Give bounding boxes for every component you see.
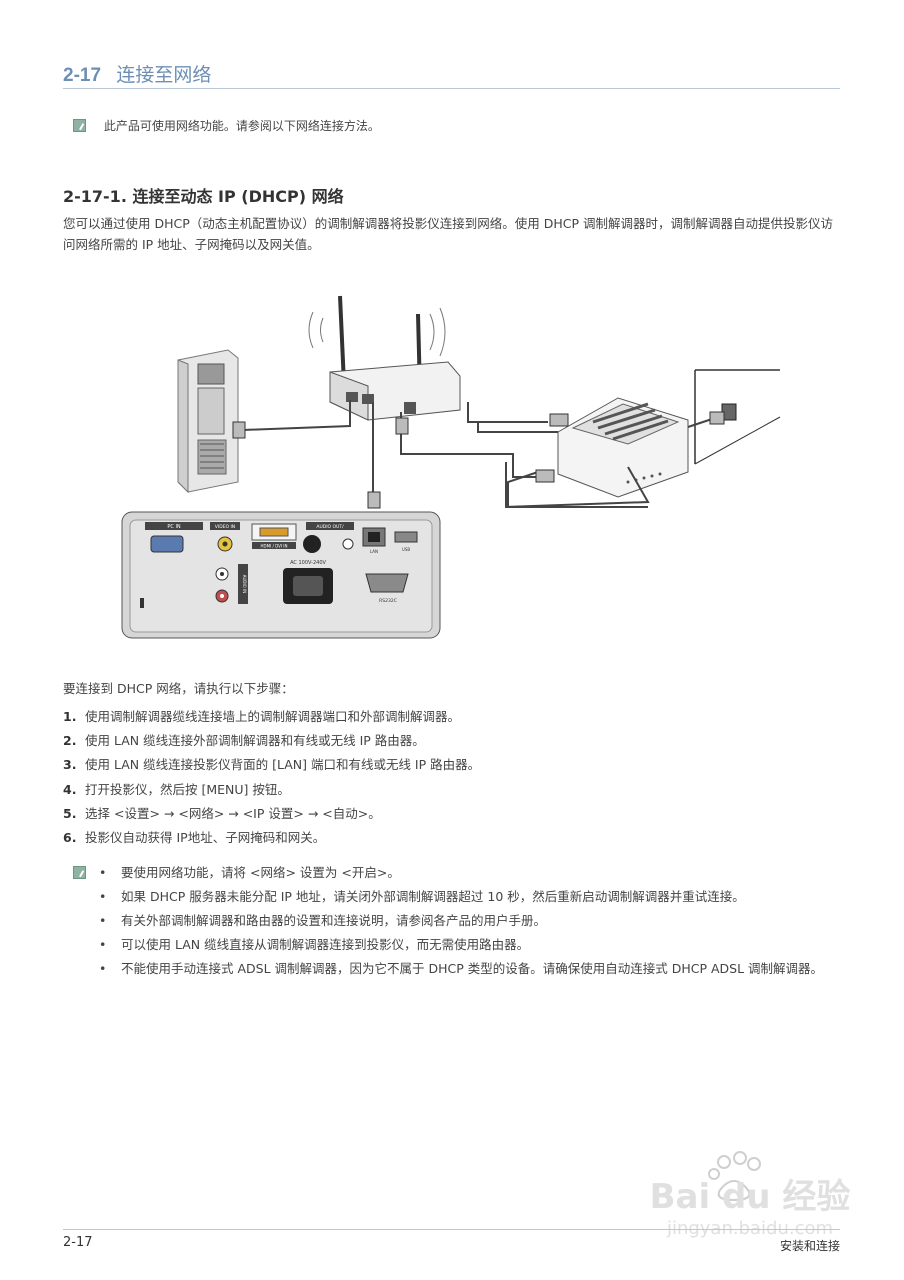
rs232c-label: RS232C (379, 598, 397, 604)
router-icon (308, 295, 461, 421)
subsection-title: 2-17-1. 连接至动态 IP (DHCP) 网络 (63, 187, 344, 206)
note-item: 不能使用手动连接式 ADSL 调制解调器，因为它不属于 DHCP 类型的设备。请… (99, 958, 839, 979)
section-heading: 2-17 连接至网络 (63, 60, 211, 87)
intro-note-text: 此产品可使用网络功能。请参阅以下网络连接方法。 (103, 119, 380, 133)
section-title: 连接至网络 (116, 65, 212, 86)
note-item: 可以使用 LAN 缆线直接从调制解调器连接到投影仪，而无需使用路由器。 (99, 934, 839, 955)
section-number: 2-17 (63, 65, 102, 86)
step-item: 3.使用 LAN 缆线连接投影仪背面的 [LAN] 端口和有线或无线 IP 路由… (63, 757, 481, 773)
note-icon (73, 866, 86, 879)
chapter-title: 安装和连接 (779, 1239, 840, 1253)
steps-intro: 要连接到 DHCP 网络，请执行以下步骤： (63, 681, 294, 696)
cable-plugs (232, 411, 725, 509)
modem-icon (557, 397, 689, 498)
notes-list: 要使用网络功能，请将 <网络> 设置为 <开启>。 如果 DHCP 服务器未能分… (99, 862, 839, 982)
svg-text:jingyan.baidu.com: jingyan.baidu.com (666, 1218, 833, 1239)
network-connection-diagram: PC IN VIDEO IN HDMI / DVI IN AUDIO OUT/ … (121, 295, 781, 639)
step-item: 4.打开投影仪，然后按 [MENU] 按钮。 (63, 781, 290, 797)
video-in-label: VIDEO IN (215, 524, 235, 530)
steps-list: 1.使用调制解调器缆线连接墙上的调制解调器端口和外部调制解调器。 2.使用 LA… (63, 705, 480, 850)
ac-label: AC 100V-240V (290, 560, 326, 566)
step-item: 5.选择 <设置> → <网络> → <IP 设置> → <自动>。 (63, 805, 381, 821)
baidu-watermark-logo: Bai du 经验 jingyan.baidu.com (640, 1150, 870, 1244)
usb-label: USB (402, 547, 410, 552)
pc-tower-icon (177, 349, 239, 494)
hdmi-label: HDMI / DVI IN (261, 544, 288, 549)
audio-out-label: AUDIO OUT/ (316, 524, 344, 530)
note-item: 如果 DHCP 服务器未能分配 IP 地址，请关闭外部调制解调器超过 10 秒，… (99, 886, 839, 907)
cables (242, 400, 719, 509)
note-item: 有关外部调制解调器和路由器的设置和连接说明，请参阅各产品的用户手册。 (99, 910, 839, 931)
lan-label: LAN (370, 549, 378, 554)
page-number: 2-17 (63, 1235, 93, 1250)
description-paragraph: 您可以通过使用 DHCP（动态主机配置协议）的调制解调器将投影仪连接到网络。使用… (63, 216, 834, 252)
step-item: 1.使用调制解调器缆线连接墙上的调制解调器端口和外部调制解调器。 (63, 709, 461, 724)
intro-note: 此产品可使用网络功能。请参阅以下网络连接方法。 (73, 117, 380, 134)
audio-in-label: AUDIO IN (242, 575, 247, 594)
step-item: 2.使用 LAN 缆线连接外部调制解调器和有线或无线 IP 路由器。 (63, 733, 425, 749)
heading-divider (63, 88, 840, 89)
pc-in-label: PC IN (167, 524, 181, 530)
note-item: 要使用网络功能，请将 <网络> 设置为 <开启>。 (99, 862, 839, 883)
footer-divider (63, 1229, 840, 1230)
projector-back-panel: PC IN VIDEO IN HDMI / DVI IN AUDIO OUT/ … (121, 511, 441, 639)
step-item: 6.投影仪自动获得 IP地址、子网掩码和网关。 (63, 829, 326, 845)
svg-text:Bai du 经验: Bai du 经验 (650, 1177, 851, 1217)
wall-outlet-icon (694, 369, 781, 465)
note-icon (73, 119, 86, 132)
